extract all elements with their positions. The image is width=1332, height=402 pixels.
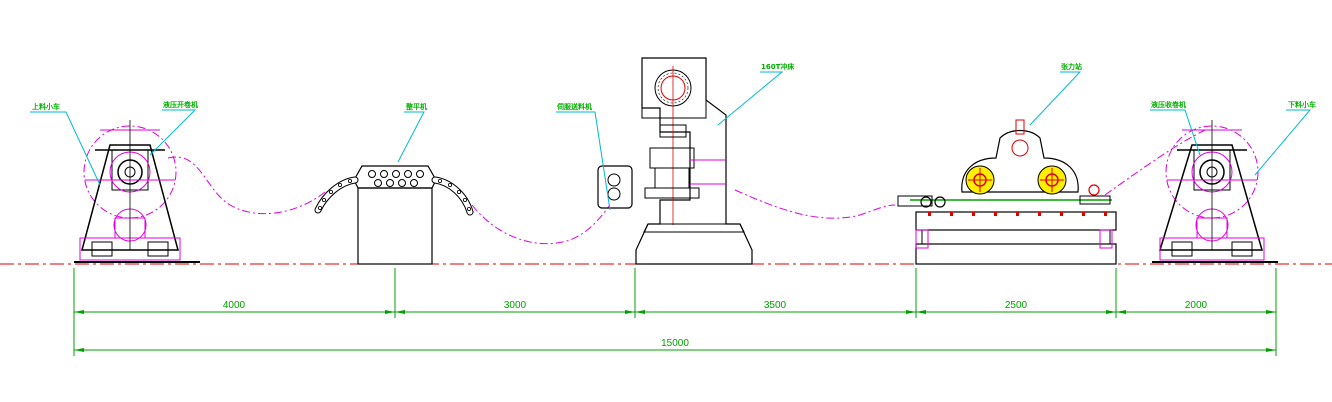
dimension-arrows: [74, 310, 1276, 352]
coil-circle: [83, 125, 177, 219]
leader-lines: [30, 71, 1312, 211]
label-hydraulic-recoiler: 液压收卷机: [1151, 100, 1186, 109]
roller-icon: [392, 170, 400, 178]
roller-icon: [368, 170, 376, 178]
roller-icon: [416, 170, 424, 178]
label-servo-feeder: 伺服送料机: [556, 102, 592, 111]
strip-path: [167, 129, 1206, 245]
servo-feeder: [597, 165, 633, 209]
dim-seg5: 2000: [1185, 300, 1208, 311]
recoiler-right: [1152, 120, 1278, 263]
tension-housing: [961, 129, 1079, 193]
dimension-lines: [73, 268, 1277, 356]
roller-icon: [410, 179, 418, 187]
dim-seg1: 4000: [223, 300, 246, 311]
label-leveler: 整平机: [405, 102, 427, 111]
leveler-body: [357, 187, 433, 265]
press-160t: [635, 57, 753, 265]
dim-seg2: 3000: [504, 300, 527, 311]
roller-icon: [398, 179, 406, 187]
recoiler-frame: [1158, 144, 1263, 251]
label-loading-cart: 上料小车: [32, 102, 60, 111]
roller-icon: [386, 179, 394, 187]
roller-icon: [404, 170, 412, 178]
roller-icon: [374, 179, 382, 187]
uncoiler-frame: [81, 144, 179, 251]
leveler: [314, 165, 474, 265]
dim-seg4: 2500: [1005, 300, 1028, 311]
dancer-roller: [1011, 139, 1029, 157]
feeder-body: [597, 165, 633, 209]
dim-seg3: 3500: [764, 300, 787, 311]
dim-total: 15000: [661, 338, 689, 349]
tension-station: [897, 119, 1117, 265]
roller-icon: [380, 170, 388, 178]
label-hydraulic-uncoiler: 液压开卷机: [163, 100, 198, 109]
uncoiler-left: [74, 120, 200, 263]
label-tension-station: 张力站: [1061, 62, 1082, 71]
label-press: 160T冲床: [761, 62, 795, 71]
label-unloading-cart: 下料小车: [1288, 100, 1316, 109]
